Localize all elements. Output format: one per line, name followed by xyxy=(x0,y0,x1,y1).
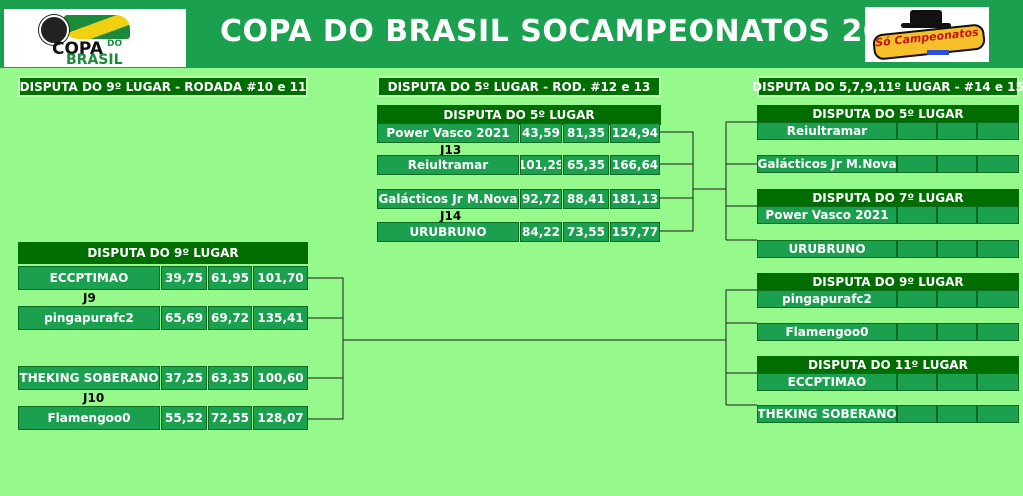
section-title-left: DISPUTA DO 9º LUGAR - RODADA #10 e 11 xyxy=(18,76,308,97)
total-cell: 128,07 xyxy=(253,406,308,430)
score-cell: 101,29 xyxy=(520,155,562,175)
team-cell: Galácticos Jr M.Nova xyxy=(757,155,897,173)
page-title: COPA DO BRASIL SOCAMPEONATOS 2021 xyxy=(220,14,927,49)
logo-do-text: DO xyxy=(107,39,123,49)
bracket-line-j13 xyxy=(660,131,694,165)
team-cell: Power Vasco 2021 xyxy=(377,123,519,143)
score-cell xyxy=(897,323,937,341)
team-cell: URUBRUNO xyxy=(377,222,519,242)
right-block-header: DISPUTA DO 7º LUGAR xyxy=(757,189,1019,207)
bracket-line-right-bottom-branches xyxy=(726,289,757,406)
score-cell: 69,72 xyxy=(208,306,252,330)
score-cell xyxy=(937,290,977,308)
total-cell xyxy=(977,155,1019,173)
so-campeonatos-logo: Só Campeonatos xyxy=(865,7,989,62)
top-hat-icon xyxy=(910,10,942,24)
total-cell xyxy=(977,290,1019,308)
score-cell xyxy=(937,206,977,224)
score-cell: 65,35 xyxy=(563,155,609,175)
score-cell: 39,75 xyxy=(161,266,207,290)
match-label: J13 xyxy=(440,143,462,157)
score-cell: 84,22 xyxy=(520,222,562,242)
team-cell: URUBRUNO xyxy=(757,240,897,258)
total-cell: 100,60 xyxy=(253,366,308,390)
logo-subtitle-bar xyxy=(927,50,949,55)
score-cell xyxy=(897,122,937,140)
total-cell: 181,13 xyxy=(610,189,660,209)
total-cell xyxy=(977,206,1019,224)
section-title-mid: DISPUTA DO 5º LUGAR - ROD. #12 e 13 xyxy=(377,76,661,97)
score-cell: 88,41 xyxy=(563,189,609,209)
bracket-line-j14 xyxy=(660,197,694,232)
team-cell: Reiultramar xyxy=(377,155,519,175)
team-cell: Power Vasco 2021 xyxy=(757,206,897,224)
mid-block-header: DISPUTA DO 5º LUGAR xyxy=(377,105,661,125)
total-cell: 166,64 xyxy=(610,155,660,175)
bracket-line-j9 xyxy=(308,277,344,319)
total-cell: 101,70 xyxy=(253,266,308,290)
match-label: J14 xyxy=(440,209,462,223)
score-cell xyxy=(937,323,977,341)
team-cell: Reiultramar xyxy=(757,122,897,140)
total-cell: 157,77 xyxy=(610,222,660,242)
score-cell: 43,59 xyxy=(520,123,562,143)
score-cell: 72,55 xyxy=(208,406,252,430)
total-cell xyxy=(977,240,1019,258)
bracket-line-right-top-branches xyxy=(726,121,757,241)
team-cell: ECCPTIMAO xyxy=(18,266,160,290)
match-label: J9 xyxy=(83,291,96,305)
right-block-header: DISPUTA DO 11º LUGAR xyxy=(757,356,1019,374)
score-cell: 37,25 xyxy=(161,366,207,390)
total-cell xyxy=(977,373,1019,391)
left-block-header: DISPUTA DO 9º LUGAR xyxy=(18,242,308,264)
right-block-header: DISPUTA DO 5º LUGAR xyxy=(757,105,1019,123)
score-cell: 81,35 xyxy=(563,123,609,143)
total-cell: 124,94 xyxy=(610,123,660,143)
bracket-line-j10 xyxy=(308,377,344,420)
team-cell: THEKING SOBERANO xyxy=(18,366,160,390)
score-cell: 73,55 xyxy=(563,222,609,242)
flag-icon xyxy=(64,15,130,39)
hat-brim xyxy=(901,23,951,28)
score-cell xyxy=(897,290,937,308)
score-cell xyxy=(937,122,977,140)
team-cell: ECCPTIMAO xyxy=(757,373,897,391)
score-cell: 65,69 xyxy=(161,306,207,330)
copa-do-brasil-logo: COPA DO BRASIL xyxy=(4,9,186,68)
team-cell: Galácticos Jr M.Nova xyxy=(377,189,519,209)
team-cell: Flamengoo0 xyxy=(757,323,897,341)
score-cell: 92,72 xyxy=(520,189,562,209)
match-label: J10 xyxy=(83,391,105,405)
soccer-ball-icon xyxy=(39,15,69,45)
team-cell: pingapurafc2 xyxy=(757,290,897,308)
logo-brasil-text: BRASIL xyxy=(66,52,123,68)
score-cell: 61,95 xyxy=(208,266,252,290)
score-cell xyxy=(937,405,977,423)
score-cell xyxy=(937,373,977,391)
score-cell: 63,35 xyxy=(208,366,252,390)
right-block-header: DISPUTA DO 9º LUGAR xyxy=(757,273,1019,291)
total-cell: 135,41 xyxy=(253,306,308,330)
score-cell xyxy=(897,155,937,173)
score-cell xyxy=(897,206,937,224)
team-cell: pingapurafc2 xyxy=(18,306,160,330)
score-cell: 55,52 xyxy=(161,406,207,430)
score-cell xyxy=(897,373,937,391)
score-cell xyxy=(937,155,977,173)
score-cell xyxy=(937,240,977,258)
score-cell xyxy=(897,240,937,258)
total-cell xyxy=(977,122,1019,140)
total-cell xyxy=(977,405,1019,423)
score-cell xyxy=(897,405,937,423)
logo-copa-text: COPA xyxy=(52,39,103,59)
team-cell: Flamengoo0 xyxy=(18,406,160,430)
total-cell xyxy=(977,323,1019,341)
section-title-right: DISPUTA DO 5,7,9,11º LUGAR - #14 e 15 xyxy=(752,76,1023,97)
team-cell: THEKING SOBERANO xyxy=(757,405,897,423)
